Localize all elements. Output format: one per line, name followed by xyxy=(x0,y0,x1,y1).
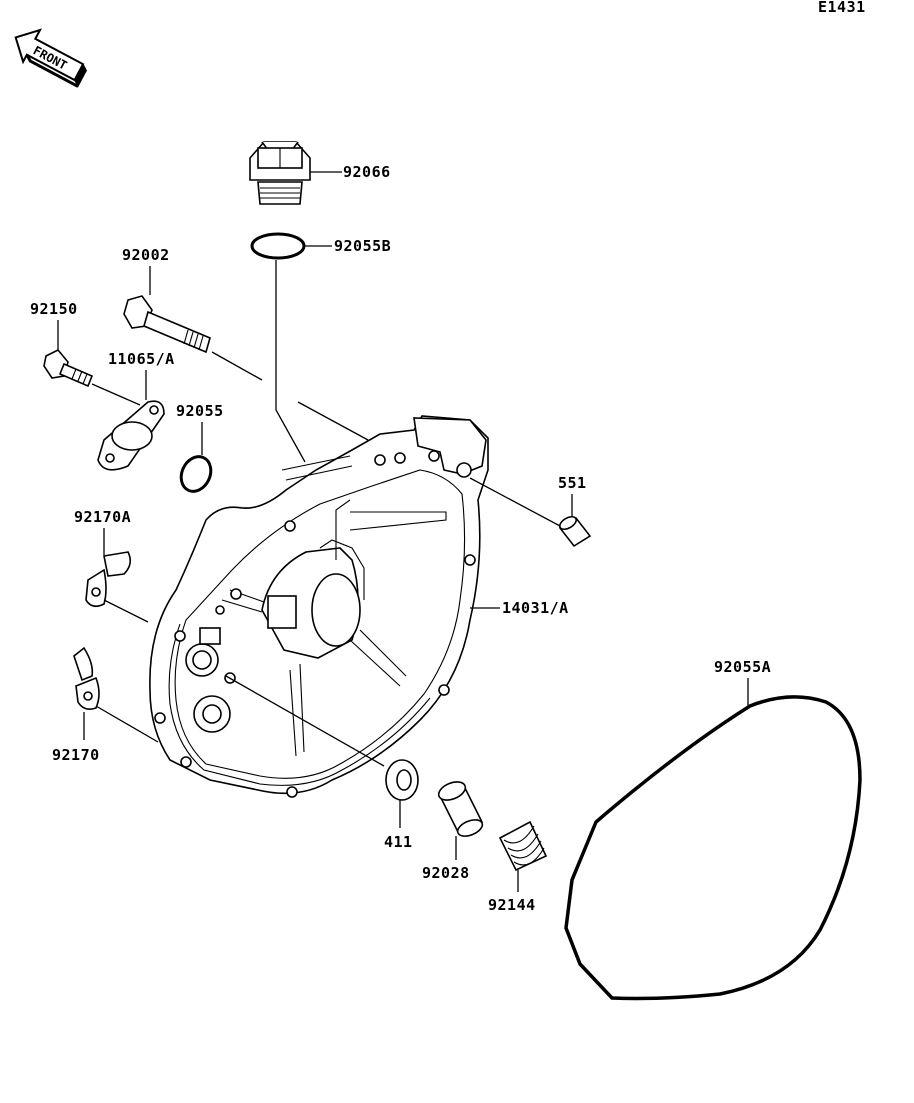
clamp xyxy=(73,646,100,710)
part-label-92170A: 92170A xyxy=(74,508,131,526)
clamp-a xyxy=(85,551,132,608)
part-label-92055A: 92055A xyxy=(714,658,771,676)
part-label-92055: 92055 xyxy=(176,402,224,420)
part-label-551: 551 xyxy=(558,474,587,492)
collar xyxy=(437,781,484,837)
long-bolt xyxy=(123,295,211,354)
short-bolt xyxy=(43,349,94,388)
part-label-92055B: 92055B xyxy=(334,237,391,255)
cover-gasket xyxy=(564,695,862,1001)
washer xyxy=(385,759,419,801)
part-label-92002: 92002 xyxy=(122,246,170,264)
part-label-92028: 92028 xyxy=(422,864,470,882)
part-label-411: 411 xyxy=(384,833,413,851)
part-label-92144: 92144 xyxy=(488,896,536,914)
part-label-92066: 92066 xyxy=(343,163,391,181)
part-label-92150: 92150 xyxy=(30,300,78,318)
part-label-14031A: 14031/A xyxy=(502,599,569,617)
oil-filler-plug xyxy=(249,141,311,205)
diagram-code: E1431 xyxy=(818,0,866,16)
part-label-92170: 92170 xyxy=(52,746,100,764)
spring xyxy=(498,820,548,872)
engine-cover xyxy=(149,415,489,798)
front-arrow-icon: FRONT xyxy=(14,28,87,88)
part-label-11065A: 11065/A xyxy=(108,350,175,368)
dowel-pin xyxy=(558,515,592,548)
small-oring xyxy=(179,455,213,493)
cap-plate xyxy=(97,400,165,471)
plug-oring xyxy=(250,232,306,260)
